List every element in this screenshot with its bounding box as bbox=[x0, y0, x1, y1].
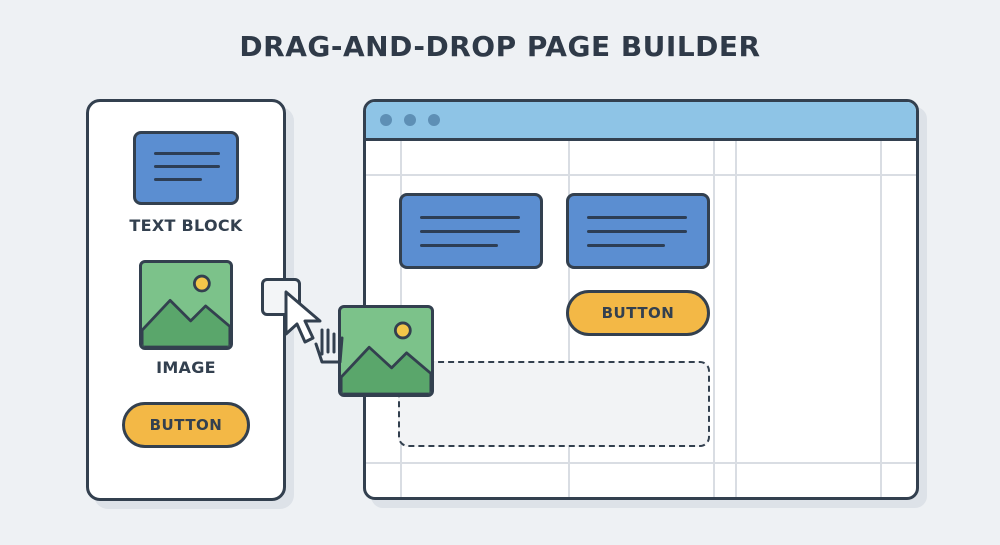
palette-button[interactable]: BUTTON bbox=[122, 402, 250, 448]
window-dot-icon[interactable] bbox=[380, 114, 392, 126]
page-title: DRAG-AND-DROP PAGE BUILDER bbox=[239, 30, 761, 63]
palette-text-block-label: TEXT BLOCK bbox=[129, 216, 243, 235]
canvas-button[interactable]: BUTTON bbox=[566, 290, 710, 336]
cursor-icon bbox=[284, 290, 344, 364]
image-icon bbox=[142, 274, 230, 347]
image-icon bbox=[341, 321, 431, 394]
drag-handle[interactable] bbox=[261, 278, 301, 316]
palette-image[interactable] bbox=[139, 260, 233, 350]
component-palette: TEXT BLOCK IMAGE BUTTON bbox=[86, 99, 286, 501]
dragged-image[interactable] bbox=[338, 305, 434, 397]
drop-zone-placeholder[interactable] bbox=[398, 361, 710, 447]
palette-image-label: IMAGE bbox=[156, 358, 216, 377]
canvas-text-block[interactable] bbox=[399, 193, 543, 269]
window-dot-icon[interactable] bbox=[428, 114, 440, 126]
palette-text-block[interactable] bbox=[133, 131, 239, 205]
window-dot-icon[interactable] bbox=[404, 114, 416, 126]
window-titlebar bbox=[366, 102, 916, 141]
canvas-text-block[interactable] bbox=[566, 193, 710, 269]
